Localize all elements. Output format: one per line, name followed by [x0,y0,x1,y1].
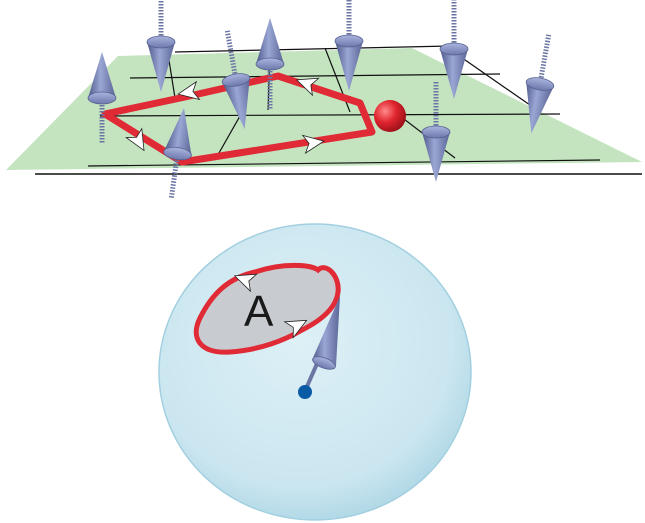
sphere-center-dot [298,385,312,399]
area-label: A [244,287,274,336]
particle-icon [374,100,406,132]
